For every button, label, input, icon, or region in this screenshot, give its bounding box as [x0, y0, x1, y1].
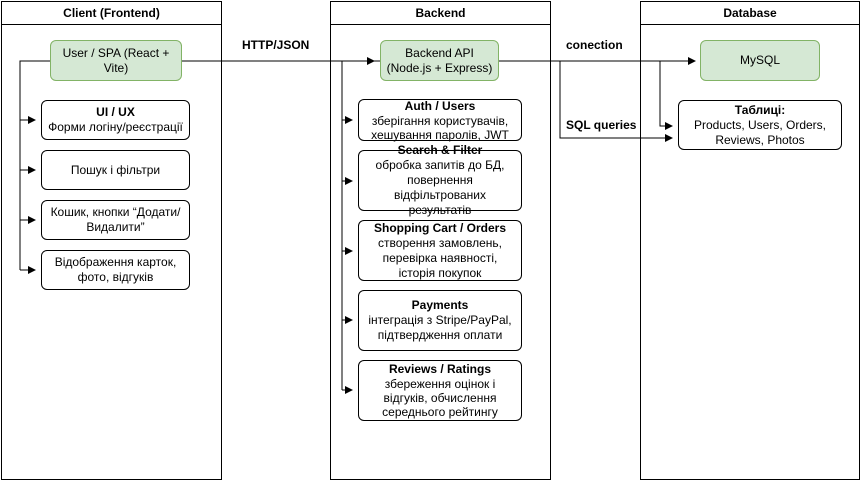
database-lane-title: Database: [640, 1, 860, 25]
backend-box-text: збереження оцінок і відгуків, обчислення…: [382, 377, 498, 419]
backend-box-text: інтеграція з Stripe/PayPal, підтвердженн…: [368, 313, 512, 342]
tables-box-text: Products, Users, Orders, Reviews, Photos: [693, 117, 827, 147]
backend-box-text: обробка запитів до БД, повернення відфіл…: [375, 158, 505, 217]
backend-box-text: створення замовлень, перевірка наявності…: [378, 235, 502, 280]
sql-queries-label: SQL queries: [566, 118, 637, 132]
backend-box-title: Search & Filter: [397, 143, 483, 157]
client-box-ui-ux: UI / UX Форми логіну/реєстрації: [41, 100, 190, 140]
backend-box-title: Shopping Cart / Orders: [373, 220, 506, 235]
spa-node: User / SPA (React + Vite): [50, 40, 182, 81]
client-box-text: Відображення карток, фото, відгуків: [54, 255, 177, 284]
client-box-text: Кошик, кнопки “Додати/ Видалити”: [50, 205, 181, 234]
client-box-text: Форми логіну/реєстрації: [48, 120, 183, 134]
backend-box-payments: Payments інтеграція з Stripe/PayPal, під…: [358, 290, 522, 351]
backend-box-title: Payments: [411, 298, 469, 312]
client-lane-title: Client (Frontend): [1, 1, 222, 25]
backend-box-cart: Shopping Cart / Orders створення замовле…: [358, 220, 522, 281]
backend-box-title: Auth / Users: [404, 98, 476, 113]
connection-label: conection: [566, 38, 623, 52]
backend-box-search: Search & Filter обробка запитів до БД, п…: [358, 143, 522, 217]
client-box-search: Пошук і фільтри: [41, 150, 190, 190]
backend-box-auth: Auth / Users зберігання користувачів, хе…: [358, 98, 522, 142]
client-box-text: Пошук і фільтри: [70, 162, 161, 177]
backend-api-node: Backend API (Node.js + Express): [380, 40, 499, 81]
http-json-label: HTTP/JSON: [242, 38, 310, 52]
backend-box-text: зберігання користувачів, хешування парол…: [371, 113, 509, 142]
mysql-node: MySQL: [700, 40, 820, 81]
tables-box-title: Таблиці:: [734, 102, 786, 117]
backend-box-reviews: Reviews / Ratings збереження оцінок і ві…: [358, 360, 522, 421]
tables-box: Таблиці: Products, Users, Orders, Review…: [678, 100, 842, 150]
client-box-cart: Кошик, кнопки “Додати/ Видалити”: [41, 200, 190, 240]
client-box-title: UI / UX: [96, 105, 135, 119]
client-box-cards: Відображення карток, фото, відгуків: [41, 250, 190, 290]
backend-box-title: Reviews / Ratings: [388, 362, 492, 376]
backend-lane-title: Backend: [330, 1, 551, 25]
